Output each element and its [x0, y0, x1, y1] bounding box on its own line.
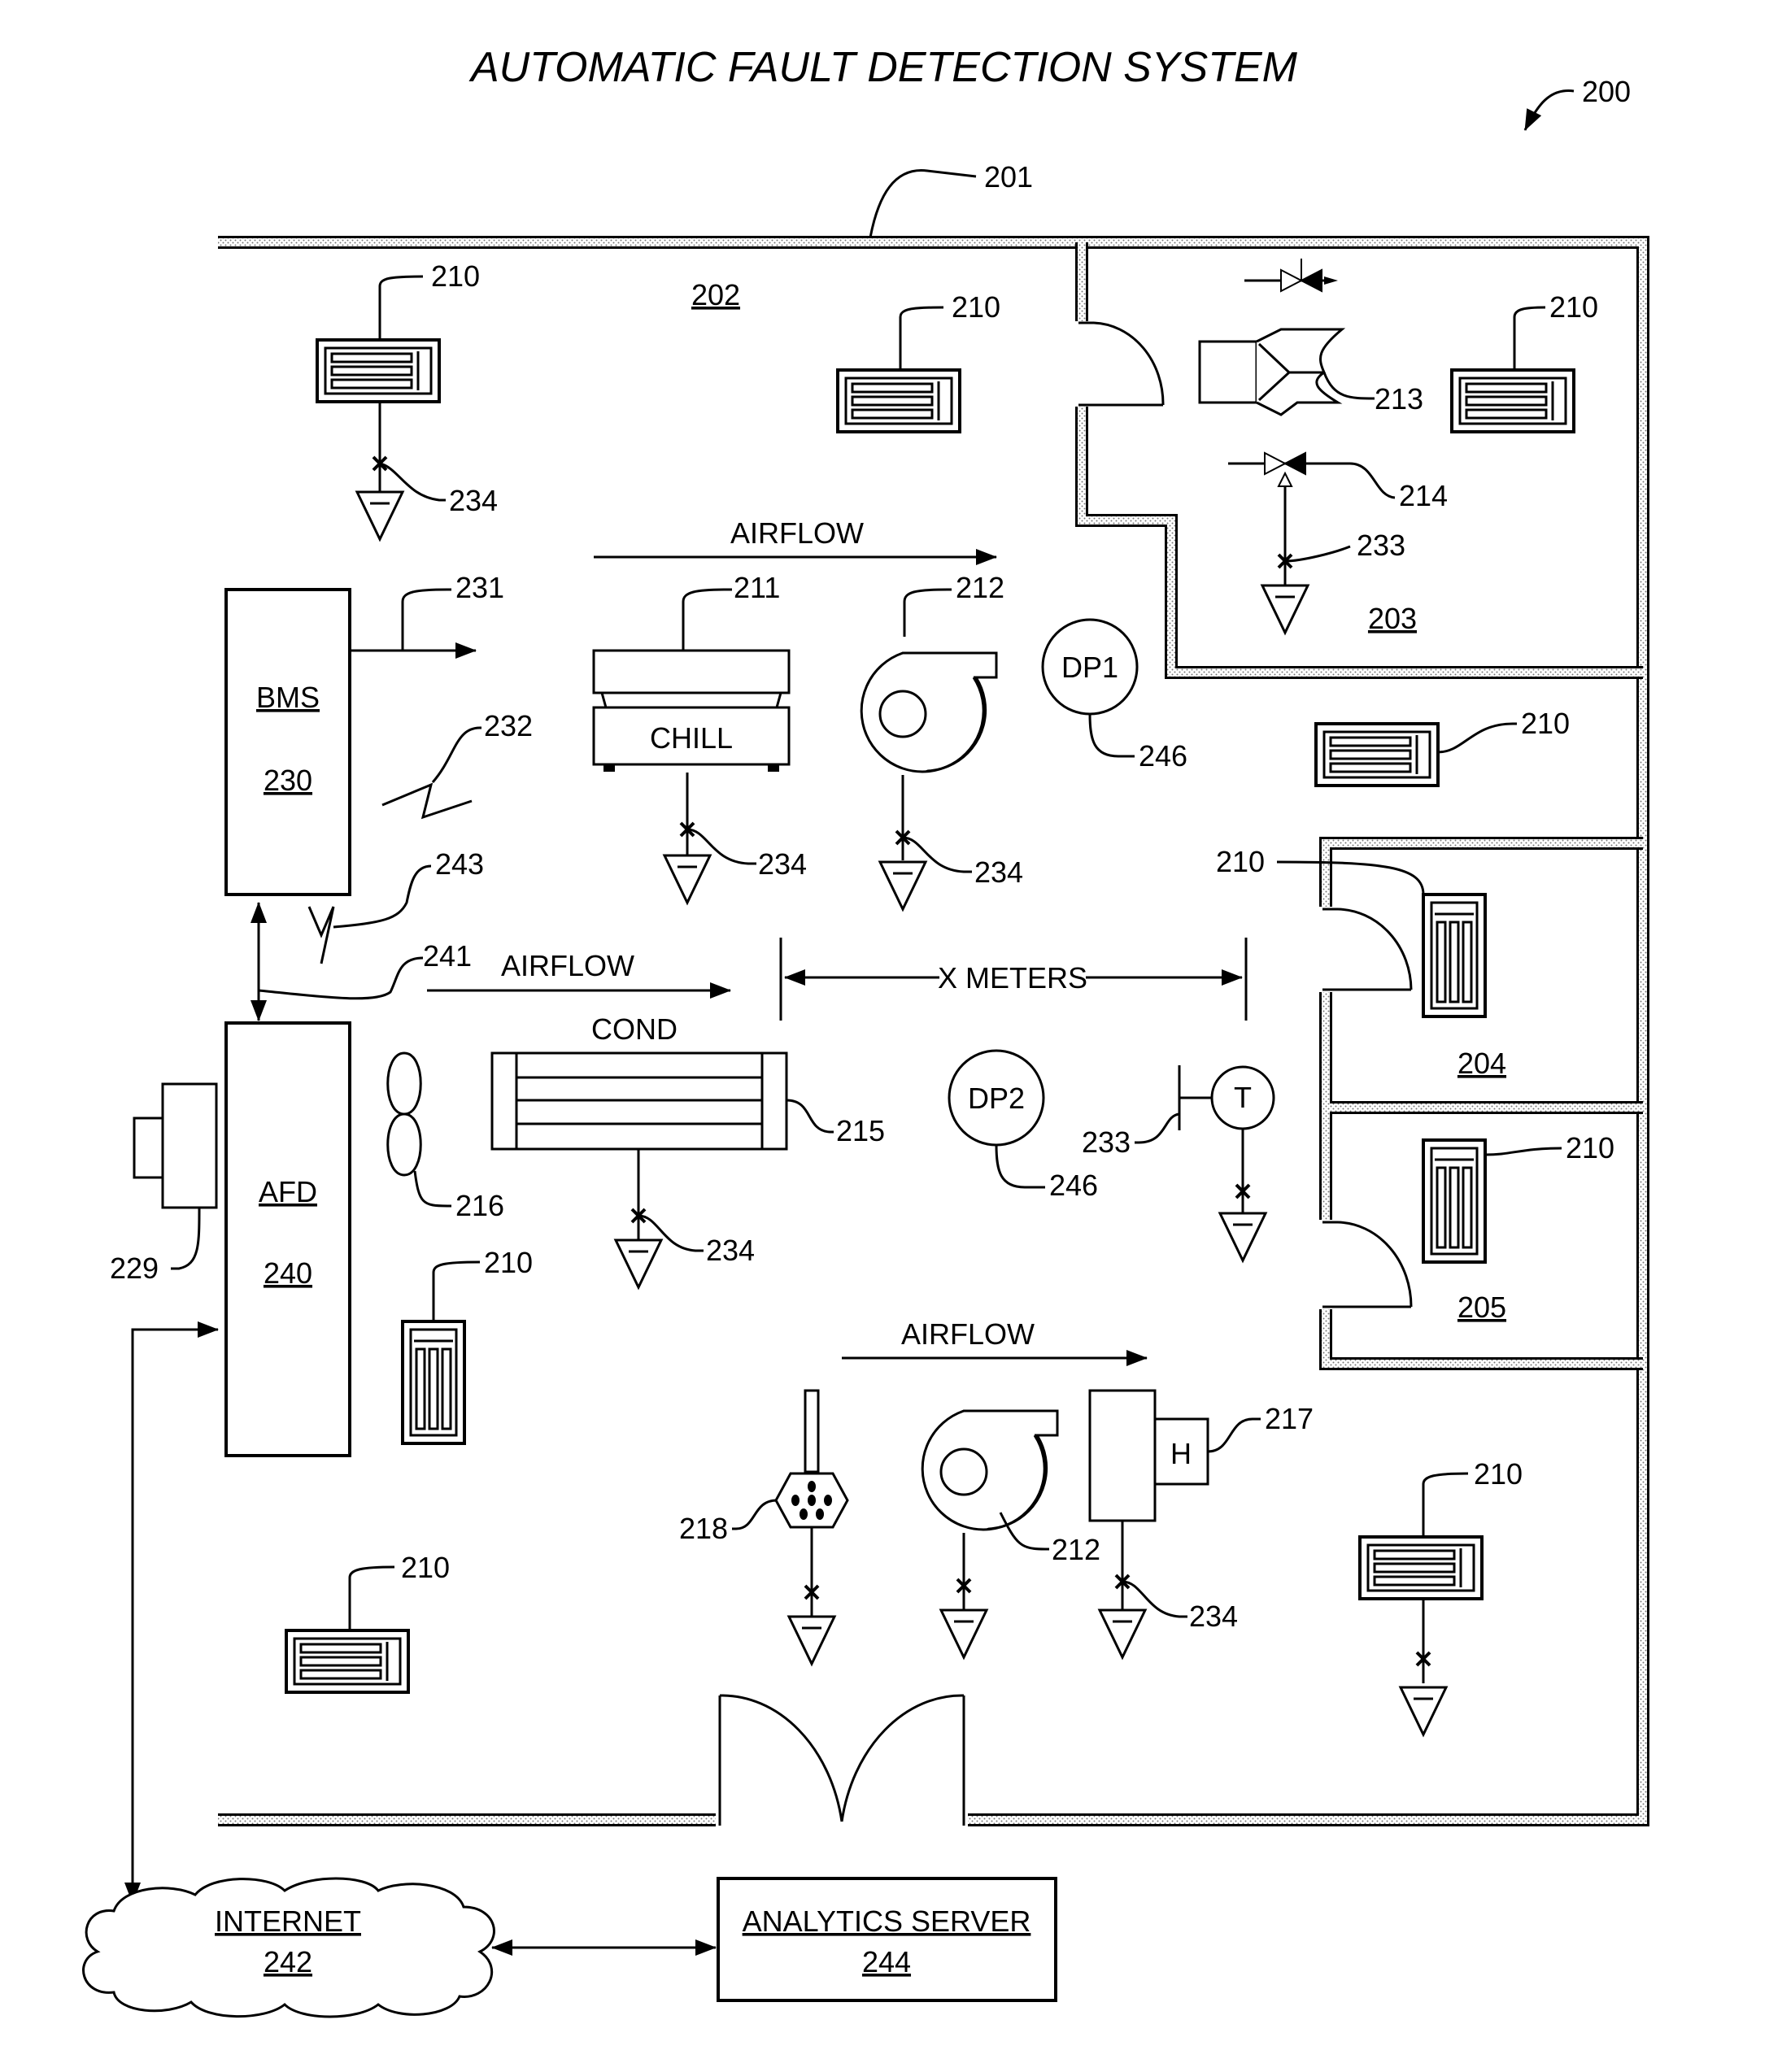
svg-text:COND: COND — [591, 1012, 678, 1046]
bms-block: BMS 230 — [226, 590, 350, 895]
svg-text:234: 234 — [758, 847, 807, 881]
airflow-top: AIRFLOW — [594, 516, 996, 557]
dp2-sensor: DP2 246 — [949, 1051, 1098, 1202]
svg-text:CHILL: CHILL — [650, 721, 733, 755]
x-meters-dimension: X METERS — [781, 938, 1246, 1021]
svg-text:INTERNET: INTERNET — [215, 1904, 361, 1938]
room-202-label: 202 — [691, 278, 740, 311]
svg-text:215: 215 — [836, 1114, 885, 1147]
fan-blade-216: 216 — [388, 1053, 504, 1222]
afd-block: AFD 240 — [226, 1023, 350, 1456]
diagram-title: AUTOMATIC FAULT DETECTION SYSTEM — [468, 44, 1298, 91]
heater-217: H 217 234 — [1090, 1391, 1314, 1657]
vent-bottom-right: 210 — [1360, 1457, 1523, 1735]
afd-internet-link — [133, 1330, 218, 1903]
temp-sensor-233: T 233 — [1082, 1065, 1274, 1260]
vent-corridor-right: 210 — [1316, 707, 1570, 786]
vent-top-middle: 210 — [838, 290, 1000, 432]
svg-text:240: 240 — [264, 1256, 312, 1290]
link-241: 241 — [259, 903, 472, 1021]
svg-text:210: 210 — [1521, 707, 1570, 740]
svg-text:210: 210 — [1549, 290, 1598, 324]
svg-text:AIRFLOW: AIRFLOW — [901, 1317, 1035, 1351]
vent-top-left: 210 234 — [317, 259, 498, 539]
svg-text:242: 242 — [264, 1945, 312, 1978]
ref-201-leader — [870, 171, 976, 237]
svg-text:ANALYTICS SERVER: ANALYTICS SERVER — [743, 1904, 1031, 1938]
svg-text:210: 210 — [1216, 845, 1265, 878]
svg-text:234: 234 — [706, 1234, 755, 1267]
vent-bottom-left: 210 — [286, 1551, 450, 1692]
svg-text:229: 229 — [110, 1251, 159, 1285]
svg-text:210: 210 — [1566, 1131, 1614, 1164]
link-231: 231 — [350, 571, 504, 651]
svg-text:241: 241 — [423, 939, 472, 973]
svg-text:DP2: DP2 — [968, 1082, 1025, 1115]
svg-text:246: 246 — [1049, 1169, 1098, 1202]
internet-cloud: INTERNET 242 — [84, 1878, 495, 2017]
svg-text:231: 231 — [455, 571, 504, 604]
svg-text:246: 246 — [1139, 739, 1187, 773]
svg-text:211: 211 — [734, 571, 780, 604]
fan-212-bottom: 212 — [903, 1411, 1100, 1657]
svg-text:AIRFLOW: AIRFLOW — [730, 516, 864, 550]
damper-213: 213 — [1200, 329, 1423, 416]
svg-text:BMS: BMS — [256, 681, 320, 714]
svg-text:AFD: AFD — [259, 1175, 317, 1208]
ref-200-arrow — [1525, 91, 1574, 130]
vent-left-vertical: 210 — [403, 1246, 533, 1443]
ref-201: 201 — [984, 160, 1033, 194]
svg-text:234: 234 — [974, 855, 1023, 889]
svg-text:230: 230 — [264, 764, 312, 797]
svg-text:212: 212 — [1052, 1533, 1100, 1566]
svg-text:213: 213 — [1375, 382, 1423, 416]
svg-text:232: 232 — [484, 709, 533, 742]
condenser-215: COND 215 234 — [492, 1012, 885, 1287]
svg-text:210: 210 — [952, 290, 1000, 324]
svg-text:217: 217 — [1265, 1402, 1314, 1435]
airflow-bottom: AIRFLOW — [842, 1317, 1147, 1358]
svg-text:T: T — [1234, 1081, 1252, 1114]
wireless-232: 232 — [382, 709, 533, 817]
svg-text:210: 210 — [431, 259, 480, 293]
svg-text:H: H — [1170, 1437, 1192, 1470]
humidifier-218: 218 — [679, 1391, 847, 1664]
svg-text:210: 210 — [484, 1246, 533, 1279]
svg-text:234: 234 — [449, 484, 498, 517]
valve-top — [1244, 259, 1338, 291]
vent-room-203: 210 — [1452, 290, 1598, 432]
svg-text:233: 233 — [1082, 1125, 1131, 1159]
svg-text:DP1: DP1 — [1061, 651, 1118, 684]
svg-text:212: 212 — [956, 571, 1004, 604]
room-203-label: 203 — [1368, 602, 1417, 635]
device-229: 229 — [110, 1084, 216, 1285]
ref-200: 200 — [1582, 75, 1631, 108]
svg-text:214: 214 — [1399, 479, 1448, 512]
svg-text:210: 210 — [1474, 1457, 1523, 1491]
chiller-211: CHILL 211 234 — [594, 571, 807, 903]
analytics-server: ANALYTICS SERVER 244 — [718, 1878, 1056, 2000]
svg-text:233: 233 — [1357, 529, 1405, 562]
room-205-label: 205 — [1457, 1291, 1506, 1324]
fan-212-top: 212 234 — [842, 571, 1023, 909]
svg-text:243: 243 — [435, 847, 484, 881]
svg-text:244: 244 — [862, 1945, 911, 1978]
svg-text:X METERS: X METERS — [938, 961, 1087, 995]
svg-text:216: 216 — [455, 1189, 504, 1222]
airflow-middle: AIRFLOW — [427, 949, 730, 990]
svg-text:AIRFLOW: AIRFLOW — [501, 949, 634, 982]
svg-text:234: 234 — [1189, 1600, 1238, 1633]
room-204-label: 204 — [1457, 1047, 1506, 1080]
svg-text:210: 210 — [401, 1551, 450, 1584]
vent-room-205: 210 — [1423, 1131, 1614, 1262]
svg-text:218: 218 — [679, 1512, 728, 1545]
